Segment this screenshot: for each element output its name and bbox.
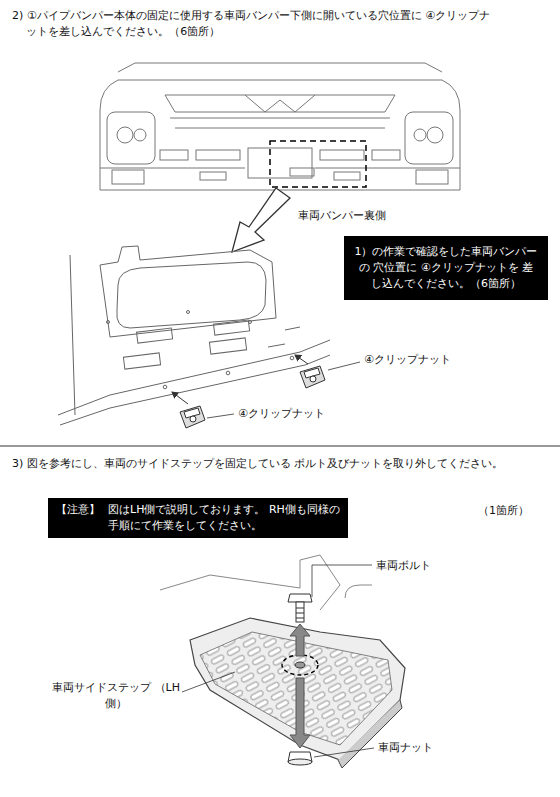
leader-line	[314, 748, 374, 757]
vehicle-bolt	[288, 594, 312, 622]
part-label: 車両ナット	[378, 740, 468, 756]
count-note: （1箇所）	[478, 503, 548, 519]
leader-line	[328, 362, 360, 370]
detail-frame	[270, 141, 366, 187]
up-arrow	[290, 624, 310, 656]
leader-line	[312, 565, 313, 597]
leader-line	[182, 672, 235, 692]
leader-line	[312, 565, 372, 566]
box-text: 図はLH側で説明しております。 RH側も同様の手順にて作業をしてください。	[108, 502, 340, 534]
box-text: 1）の作業で確認をした車両バンパーの 穴位置に ④クリップナットを 差し込んでく…	[354, 244, 538, 292]
box-text: 【注意】	[56, 502, 100, 534]
part-label: ④クリップナット	[238, 406, 358, 422]
truck-front	[100, 63, 460, 190]
zoom-arrow	[232, 188, 290, 252]
side-step	[160, 555, 405, 768]
bumper-back	[58, 246, 330, 425]
leader-line	[207, 414, 234, 418]
vehicle-nut	[288, 752, 312, 765]
note-box: 1）の作業で確認をした車両バンパーの 穴位置に ④クリップナットを 差し込んでく…	[344, 236, 548, 300]
step-instruction: 2) ①パイプバンパー本体の固定に使用する車両バンパー下側に開いている穴位置に …	[12, 8, 496, 40]
caution-box: 【注意】図はLH側で説明しております。 RH側も同様の手順にて作業をしてください…	[48, 498, 348, 538]
view-label: 車両バンパー裏側	[298, 208, 428, 224]
down-arrow	[290, 678, 310, 748]
part-label: 車両ボルト	[376, 558, 466, 574]
part-label: 車両サイドステップ （LH側）	[52, 680, 180, 712]
separator	[0, 446, 560, 447]
part-label: ④クリップナット	[364, 352, 484, 368]
step-instruction: 3) 図を参考にし、車両のサイドステップを固定している ボルト及びナットを取り外…	[12, 456, 560, 472]
